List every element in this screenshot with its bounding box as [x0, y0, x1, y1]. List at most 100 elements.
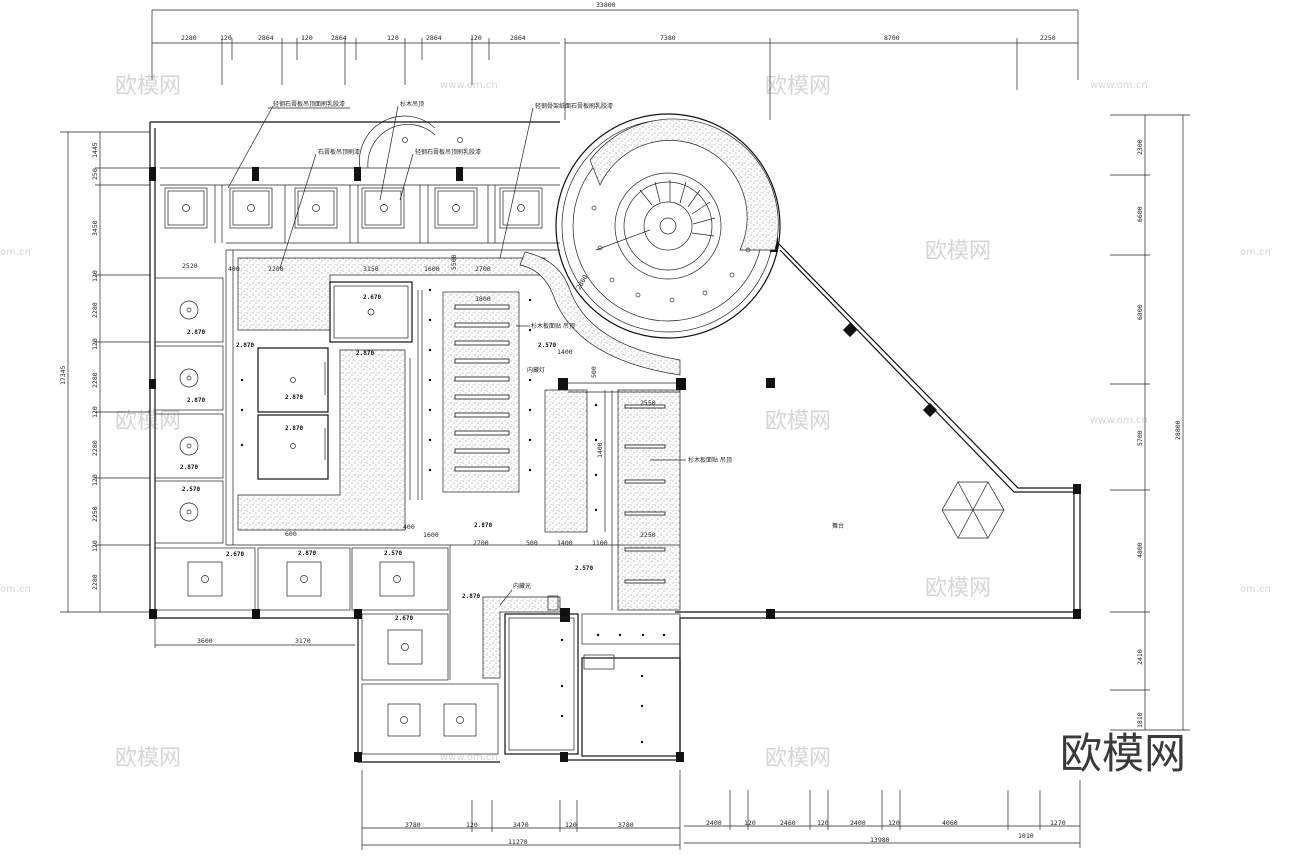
dim-bottom-r5: 2400	[850, 819, 866, 827]
watermark-domain: www.om.cn	[440, 80, 498, 91]
svg-text:3150: 3150	[363, 265, 379, 273]
stage-area: 舞台	[832, 481, 1005, 539]
annotation-4: 轻钢石膏板吊顶刷乳胶漆	[415, 148, 481, 156]
dim-bottom-r6: 120	[888, 819, 900, 827]
svg-text:2.670: 2.670	[395, 615, 413, 622]
annotations: 轻钢石膏板吊顶面刷乳胶漆 杉木吊顶 石膏板吊顶刷漆 轻钢石膏板吊顶刷乳胶漆 轻钢…	[227, 100, 732, 606]
svg-text:2.570: 2.570	[575, 565, 593, 572]
dim-bottom-1: 3780	[405, 821, 421, 829]
svg-text:2.870: 2.870	[298, 550, 316, 557]
watermark-layer: 欧模网 www.om.cn 欧模网 www.om.cn om.cn 欧模网 om…	[0, 74, 1271, 778]
dim-bottom-3: 3470	[513, 821, 529, 829]
dim-left-12: 120	[91, 540, 99, 552]
dim-top-9: 2864	[510, 34, 526, 42]
svg-text:2520: 2520	[182, 262, 198, 270]
dim-top-8: 120	[470, 34, 482, 42]
dim-right-3: 6800	[1136, 304, 1144, 320]
svg-text:2700: 2700	[473, 539, 489, 547]
dim-top-6: 120	[387, 34, 399, 42]
dim-top-7: 2864	[426, 34, 442, 42]
watermark-brand: 欧模网	[765, 74, 831, 99]
dim-bottom-r3: 2460	[780, 819, 796, 827]
central-zone	[226, 257, 681, 757]
annotation-5: 轻钢骨架纸面石膏板刷乳胶漆	[535, 102, 613, 110]
right-dimension-labels: 28800 2300 6600 6800 5700 4800 2410 1810	[1136, 139, 1182, 728]
annotation-2: 杉木吊顶	[400, 100, 424, 108]
dim-bottom-4: 120	[565, 821, 577, 829]
dim-right-2: 6600	[1136, 206, 1144, 222]
dim-left-2: 250	[91, 168, 99, 180]
svg-text:1400: 1400	[596, 442, 604, 458]
dim-right-5: 4800	[1136, 542, 1144, 558]
dim-bottom-5: 3780	[618, 821, 634, 829]
watermark-domain: om.cn	[0, 584, 31, 595]
svg-text:1400: 1400	[557, 539, 573, 547]
svg-text:2550: 2550	[640, 399, 656, 407]
svg-text:2.570: 2.570	[538, 342, 556, 349]
annotation-6: 杉木板面贴 吊顶	[531, 322, 575, 330]
dim-top-4: 120	[301, 34, 313, 42]
svg-text:1800: 1800	[475, 295, 491, 303]
svg-text:600: 600	[285, 530, 297, 538]
svg-text:2.870: 2.870	[285, 394, 303, 401]
svg-text:2.870: 2.870	[474, 522, 492, 529]
svg-text:5500: 5500	[450, 254, 458, 270]
dim-right-1: 2300	[1136, 139, 1144, 155]
dim-bottom-r1: 2400	[706, 819, 722, 827]
dim-right-6: 2410	[1136, 649, 1144, 665]
right-dimension-chain	[1110, 114, 1190, 731]
svg-text:2.870: 2.870	[180, 464, 198, 471]
svg-text:2.870: 2.870	[236, 342, 254, 349]
dim-left-11: 2250	[91, 506, 99, 522]
bottom-dimension-chain	[361, 770, 1081, 850]
dim-right-7: 1810	[1136, 712, 1144, 728]
dim-left-10: 120	[91, 474, 99, 486]
watermark-brand: 欧模网	[925, 576, 991, 601]
dim-bottom-2: 120	[466, 821, 478, 829]
svg-text:2.670: 2.670	[226, 551, 244, 558]
dim-left-5: 2280	[91, 302, 99, 318]
dim-left-13: 2280	[91, 574, 99, 590]
circular-stair	[519, 113, 781, 376]
svg-text:2200: 2200	[268, 265, 284, 273]
svg-text:2.570: 2.570	[384, 550, 402, 557]
annotation-1: 轻钢石膏板吊顶面刷乳胶漆	[273, 100, 345, 108]
svg-text:2.870: 2.870	[285, 425, 303, 432]
dim-left-3: 3450	[91, 220, 99, 236]
dim-left-8: 120	[91, 406, 99, 418]
svg-text:500: 500	[526, 539, 538, 547]
ceiling-heights: 2.870 2.870 2.870 2.570 2.870 2.870 2.67…	[180, 294, 593, 622]
dim-right-total: 28800	[1174, 420, 1182, 440]
svg-text:2.870: 2.870	[187, 397, 205, 404]
bottom-left-rooms	[154, 547, 499, 755]
watermark-brand: 欧模网	[115, 409, 181, 434]
dim-top-3: 2864	[258, 34, 274, 42]
watermark-domain: www.om.cn	[1090, 80, 1148, 91]
annotation-8: 内藏灯	[527, 366, 545, 374]
dim-right-4: 5700	[1136, 430, 1144, 446]
svg-text:3600: 3600	[197, 637, 213, 645]
watermark-brand: 欧模网	[115, 74, 181, 99]
watermark-brand: 欧模网	[925, 239, 991, 264]
svg-text:2.870: 2.870	[356, 350, 374, 357]
inner-dimensions: 2520 400 2200 3150 1600 2700 1800 1400 5…	[182, 254, 656, 645]
stage-label: 舞台	[832, 522, 844, 530]
svg-text:2.670: 2.670	[363, 294, 381, 301]
dim-bottom-r8: 1010	[1018, 832, 1034, 840]
watermark-brand: 欧模网	[765, 746, 831, 771]
svg-text:1100: 1100	[592, 539, 608, 547]
svg-text:2700: 2700	[475, 265, 491, 273]
watermark-domain: www.om.cn	[440, 752, 498, 763]
outer-walls	[149, 121, 1081, 763]
watermark-brand: 欧模网	[115, 746, 181, 771]
left-column-rooms	[154, 250, 234, 545]
svg-text:2250: 2250	[640, 531, 656, 539]
dim-bottom-r2: 120	[744, 819, 756, 827]
svg-text:400: 400	[403, 523, 415, 531]
dim-top-5: 2864	[331, 34, 347, 42]
bottom-dimension-labels: 3780 120 3470 120 3780 11270 2400 120 24…	[405, 819, 1066, 846]
left-dimension-labels: 17345 1445 250 3450 120 2280 120 2280 12…	[59, 142, 99, 590]
svg-text:2.570: 2.570	[182, 486, 200, 493]
left-dimension-chain	[60, 131, 150, 613]
